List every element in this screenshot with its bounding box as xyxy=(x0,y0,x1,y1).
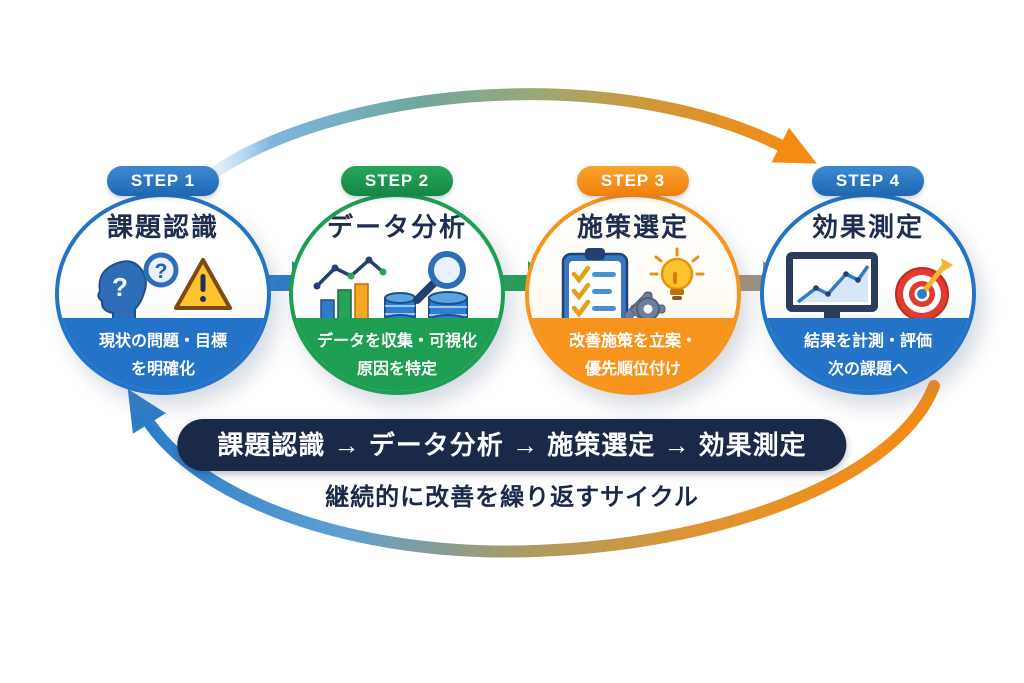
checklist-icon xyxy=(561,248,629,330)
step1-description: 現状の問題・目標 を明確化 xyxy=(59,318,267,391)
step1-desc-line2: を明確化 xyxy=(130,361,195,378)
bar-line-chart-icon xyxy=(313,256,387,326)
lightbulb-icon xyxy=(649,247,705,300)
svg-text:?: ? xyxy=(155,260,168,283)
step2-circle: データ分析 xyxy=(289,193,505,395)
warning-triangle-icon xyxy=(174,258,232,310)
step2-title: データ分析 xyxy=(326,212,467,242)
step3-description: 改善施策を立案・ 優先順位付け xyxy=(529,318,737,391)
cycle-caption: 継続的に改善を繰り返すサイクル xyxy=(325,484,699,511)
step3-desc-line1: 改善施策を立案・ xyxy=(568,333,697,350)
step1-circle: 課題認識 ? ? 現状の問題・目標 を明確化 xyxy=(55,193,271,395)
monitor-chart-icon xyxy=(786,252,878,327)
magnifier-icon xyxy=(413,251,466,304)
step4-desc-line1: 結果を計測・評価 xyxy=(803,333,932,350)
step1-desc-line1: 現状の問題・目標 xyxy=(98,333,227,350)
step4-icons xyxy=(786,252,953,327)
flow-summary-pill: 課題認識 → データ分析 → 施策選定 → 効果測定 xyxy=(177,419,847,471)
step2-desc-line2: 原因を特定 xyxy=(356,361,437,378)
step3-title: 施策選定 xyxy=(576,212,689,242)
step2-description: データを収集・可視化 原因を特定 xyxy=(293,318,501,391)
cycle-arc-bottom xyxy=(127,380,940,558)
step4-desc-line2: 次の課題へ xyxy=(827,361,908,378)
step2-desc-line1: データを収集・可視化 xyxy=(316,333,477,350)
target-icon xyxy=(895,258,953,321)
step3-icons xyxy=(561,247,705,330)
step4-badge: STEP 4 xyxy=(812,166,924,196)
step3-circle: 施策選定 xyxy=(525,193,741,395)
cycle-arc-top xyxy=(206,88,817,180)
step3-desc-line2: 優先順位付け xyxy=(584,361,681,378)
question-badge-icon: ? xyxy=(143,252,179,288)
step3-badge: STEP 3 xyxy=(577,166,689,196)
svg-text:?: ? xyxy=(112,272,128,302)
step1-title: 課題認識 xyxy=(106,212,219,242)
step4-title: 効果測定 xyxy=(811,212,924,242)
step1-badge: STEP 1 xyxy=(107,166,219,196)
step2-badge: STEP 2 xyxy=(341,166,453,196)
step4-circle: 効果測定 xyxy=(760,193,976,395)
thinking-head-icon: ? xyxy=(97,260,147,327)
step4-description: 結果を計測・評価 次の課題へ xyxy=(764,318,972,391)
step1-icons: ? ? xyxy=(97,252,232,327)
